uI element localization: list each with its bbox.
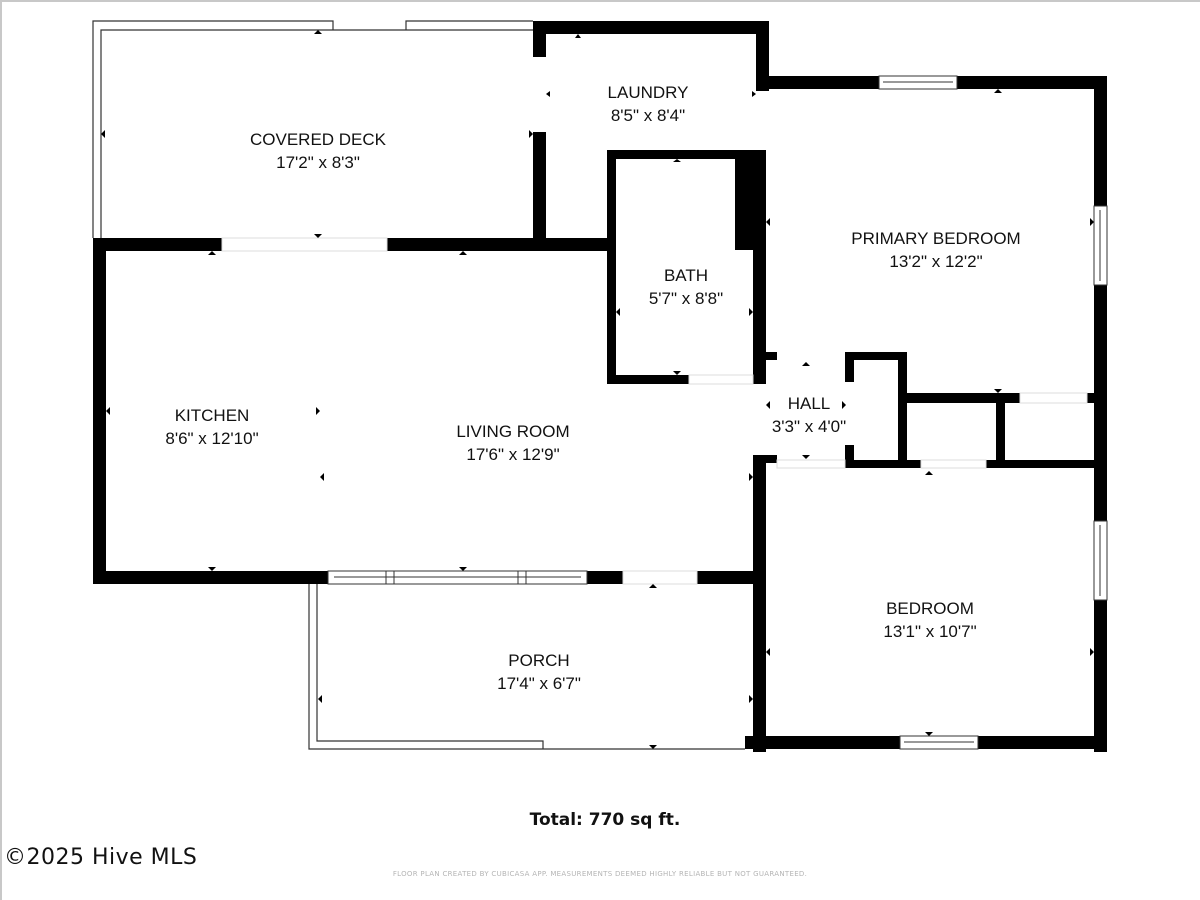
marker	[766, 218, 770, 226]
room-bedroom: BEDROOM 13'1" x 10'7"	[883, 599, 976, 641]
marker	[316, 407, 320, 415]
room-name: COVERED DECK	[250, 130, 387, 149]
room-name: PRIMARY BEDROOM	[851, 229, 1020, 248]
room-kitchen: KITCHEN 8'6" x 12'10"	[165, 406, 258, 448]
walls	[93, 21, 1107, 752]
marker	[673, 371, 681, 375]
marker	[459, 567, 467, 571]
marker	[802, 362, 810, 366]
marker	[842, 401, 846, 409]
room-dimensions: 17'6" x 12'9"	[466, 445, 559, 464]
room-name: LIVING ROOM	[456, 422, 569, 441]
room-dimensions: 13'1" x 10'7"	[883, 622, 976, 641]
marker	[106, 407, 110, 415]
room-dimensions: 5'7" x 8'8"	[649, 289, 723, 308]
room-name: HALL	[788, 394, 831, 413]
marker	[649, 584, 657, 588]
marker	[529, 130, 533, 138]
marker	[459, 251, 467, 255]
marker	[673, 159, 681, 162]
room-laundry: LAUNDRY 8'5" x 8'4"	[608, 83, 689, 125]
marker	[1090, 648, 1094, 656]
marker	[766, 648, 770, 656]
marker	[616, 308, 620, 316]
marker	[208, 251, 216, 255]
marker	[994, 89, 1002, 93]
marker	[575, 34, 581, 38]
room-name: BEDROOM	[886, 599, 974, 618]
marker	[318, 695, 322, 703]
marker	[802, 455, 810, 459]
marker	[546, 91, 550, 97]
measurement-markers	[101, 30, 1094, 749]
marker	[749, 308, 753, 316]
room-name: PORCH	[508, 651, 569, 670]
marker	[925, 471, 933, 475]
marker	[749, 695, 753, 703]
room-porch: PORCH 17'4" x 6'7"	[497, 651, 581, 693]
windows	[327, 75, 1108, 750]
door-openings	[221, 237, 1088, 585]
room-name: LAUNDRY	[608, 83, 689, 102]
copyright-watermark: ©2025 Hive MLS	[4, 845, 198, 870]
porch-railing	[308, 584, 745, 750]
marker	[208, 567, 216, 571]
room-dimensions: 13'2" x 12'2"	[889, 252, 982, 271]
room-dimensions: 8'6" x 12'10"	[165, 429, 258, 448]
marker	[925, 732, 933, 736]
room-dimensions: 17'2" x 8'3"	[276, 153, 360, 172]
marker	[101, 130, 105, 138]
marker	[320, 473, 324, 481]
room-name: BATH	[664, 266, 708, 285]
marker	[575, 239, 581, 243]
room-hall: HALL 3'3" x 4'0"	[772, 394, 846, 436]
marker	[766, 401, 770, 409]
marker	[752, 91, 756, 97]
room-bath: BATH 5'7" x 8'8"	[649, 266, 723, 308]
marker	[1090, 218, 1094, 226]
marker	[314, 234, 322, 238]
room-dimensions: 3'3" x 4'0"	[772, 417, 846, 436]
room-covered-deck: COVERED DECK 17'2" x 8'3"	[250, 130, 387, 172]
room-living-room: LIVING ROOM 17'6" x 12'9"	[456, 422, 569, 464]
room-name: KITCHEN	[175, 406, 250, 425]
total-area: Total: 770 sq ft.	[529, 810, 681, 830]
covered-deck-railing	[92, 20, 533, 238]
marker	[749, 473, 753, 481]
disclaimer-text: FLOOR PLAN CREATED BY CUBICASA APP. MEAS…	[392, 870, 808, 878]
room-dimensions: 8'5" x 8'4"	[611, 106, 685, 125]
marker	[314, 30, 322, 34]
marker	[994, 389, 1002, 393]
room-dimensions: 17'4" x 6'7"	[497, 674, 581, 693]
marker	[649, 745, 657, 749]
room-primary-bedroom: PRIMARY BEDROOM 13'2" x 12'2"	[851, 229, 1020, 271]
